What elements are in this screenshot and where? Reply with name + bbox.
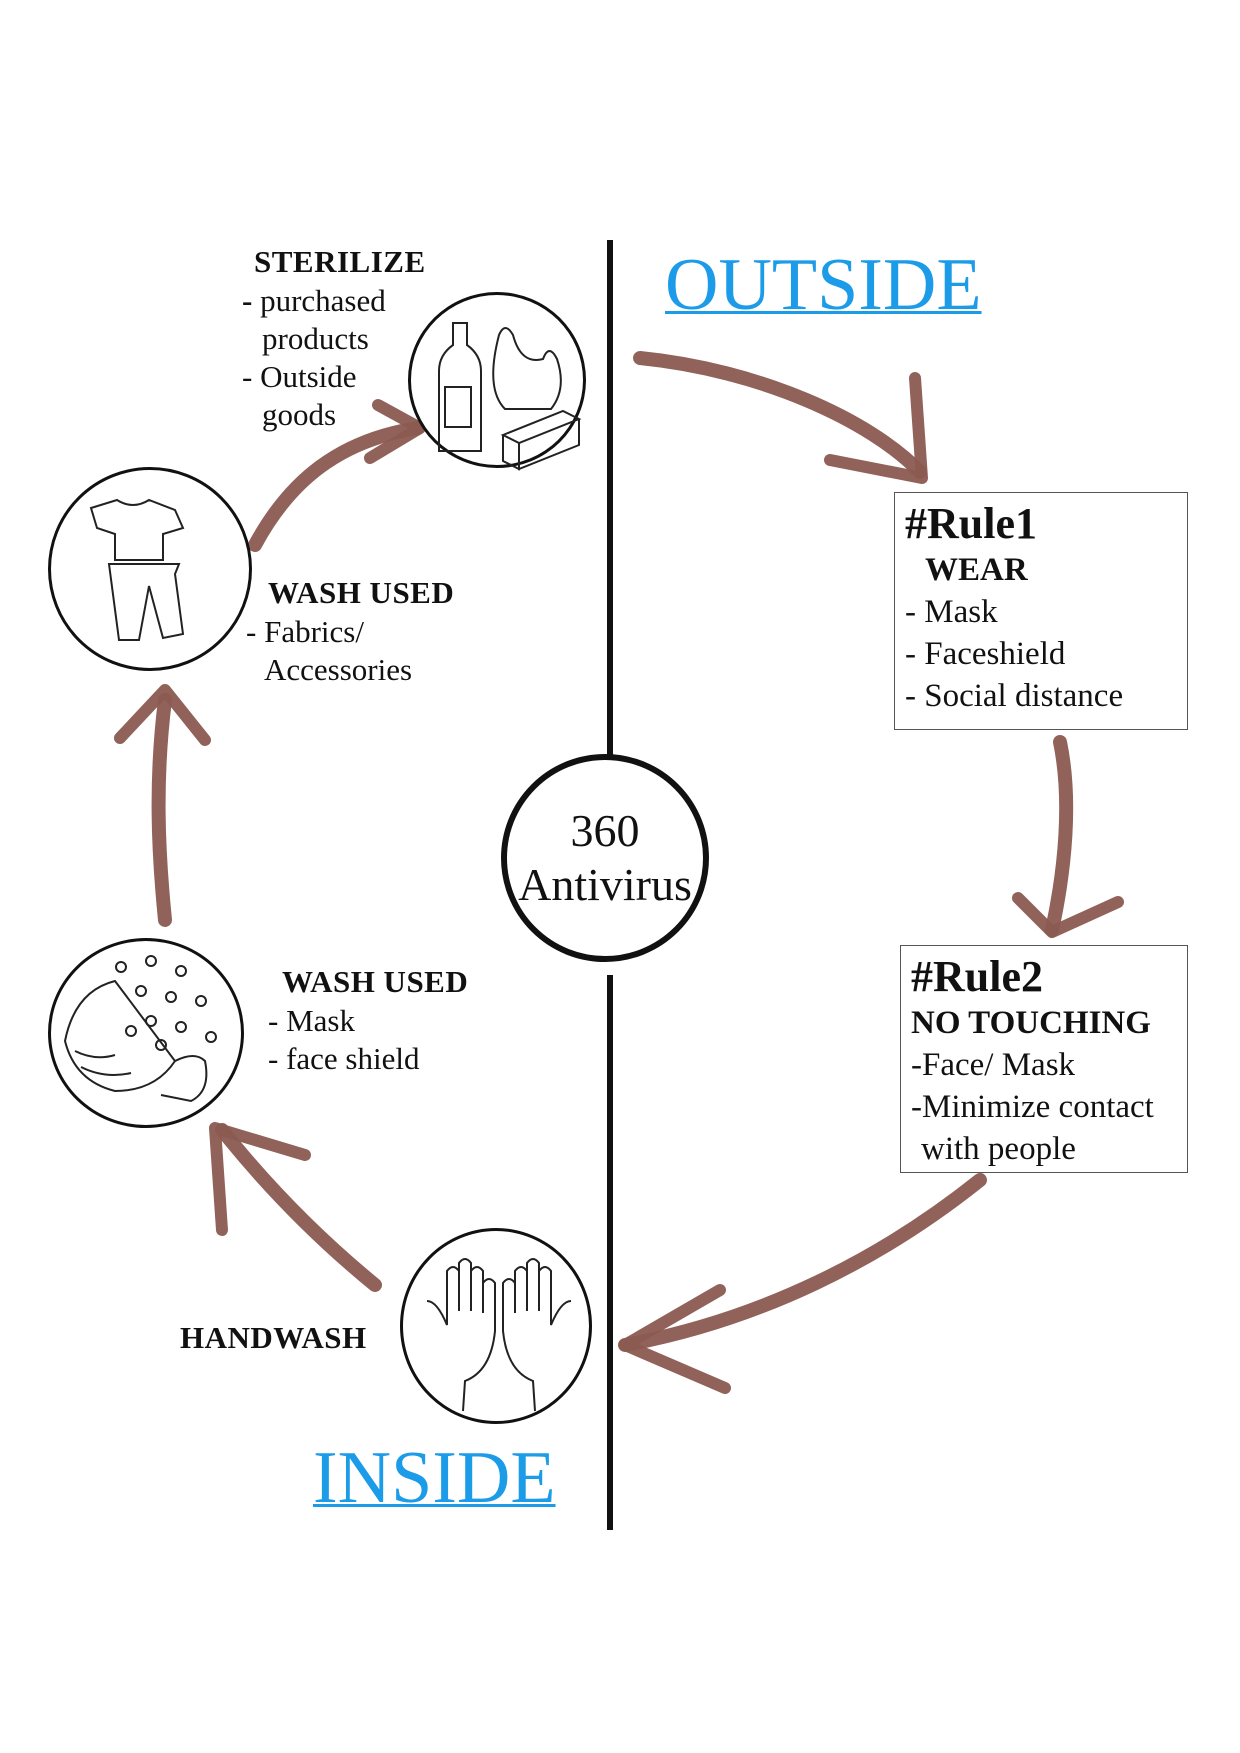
rule1-item: - Faceshield (905, 636, 1066, 672)
sterilize-label: STERILIZE - purchased products - Outside… (242, 242, 426, 434)
sterilize-item: products (262, 321, 369, 356)
center-line1: 360 (570, 805, 640, 856)
wash-mask-title: WASH USED (282, 964, 469, 999)
hands-icon (400, 1228, 592, 1424)
wash-fabrics-item: Accessories (264, 652, 413, 687)
rule1-item: - Mask (905, 594, 998, 630)
arrow-rule2-to-handwash (618, 1173, 987, 1394)
sterilize-dash: - (242, 283, 253, 318)
rule1-box: #Rule1 WEAR - Mask - Faceshield - Social… (894, 492, 1188, 730)
rule1-title: #Rule1 (905, 499, 1037, 548)
wash-mask-label: WASH USED - Mask - face shield (268, 962, 468, 1078)
arrow-washmask-to-washfabrics (114, 684, 211, 927)
divider-line-bottom (607, 975, 613, 1530)
rule1-item: - Social distance (905, 678, 1124, 714)
arrow-rule1-to-rule2 (1012, 735, 1124, 938)
bottle-bag-box-icon (408, 292, 586, 471)
rule2-item: -Minimize contact (911, 1089, 1154, 1125)
center-line2: Antivirus (518, 859, 692, 910)
outside-heading[interactable]: OUTSIDE (665, 244, 982, 326)
wash-fabrics-item: - Fabrics/ (246, 614, 364, 649)
wash-fabrics-title: WASH USED (268, 575, 455, 610)
rule2-title: #Rule2 (911, 952, 1043, 1001)
rule2-subtitle: NO TOUCHING (911, 1005, 1151, 1041)
rule2-item: with people (921, 1131, 1076, 1167)
wash-mask-item: - face shield (268, 1041, 420, 1076)
clothes-icon (48, 467, 252, 671)
inside-heading[interactable]: INSIDE (313, 1437, 556, 1519)
wash-mask-item: - Mask (268, 1003, 355, 1038)
sterilize-item: purchased (260, 283, 386, 318)
rule1-subtitle: WEAR (925, 552, 1028, 588)
sterilize-item: - Outside (242, 359, 357, 394)
arrow-outside-to-rule1 (633, 351, 928, 484)
handwash-label: HANDWASH (180, 1320, 367, 1355)
arrow-handwash-to-washmask (209, 1122, 382, 1292)
sterilize-title: STERILIZE (254, 244, 426, 279)
rule2-item: -Face/ Mask (911, 1047, 1076, 1083)
wash-fabrics-label: WASH USED - Fabrics/ Accessories (246, 573, 454, 689)
sterilize-item: goods (262, 397, 337, 432)
divider-line-top (607, 240, 613, 755)
arrow-washfabrics-to-sterilize (248, 399, 426, 552)
center-badge: 360 Antivirus (501, 754, 709, 962)
rule2-box: #Rule2 NO TOUCHING -Face/ Mask -Minimize… (900, 945, 1188, 1173)
mask-droplets-icon (48, 938, 244, 1128)
